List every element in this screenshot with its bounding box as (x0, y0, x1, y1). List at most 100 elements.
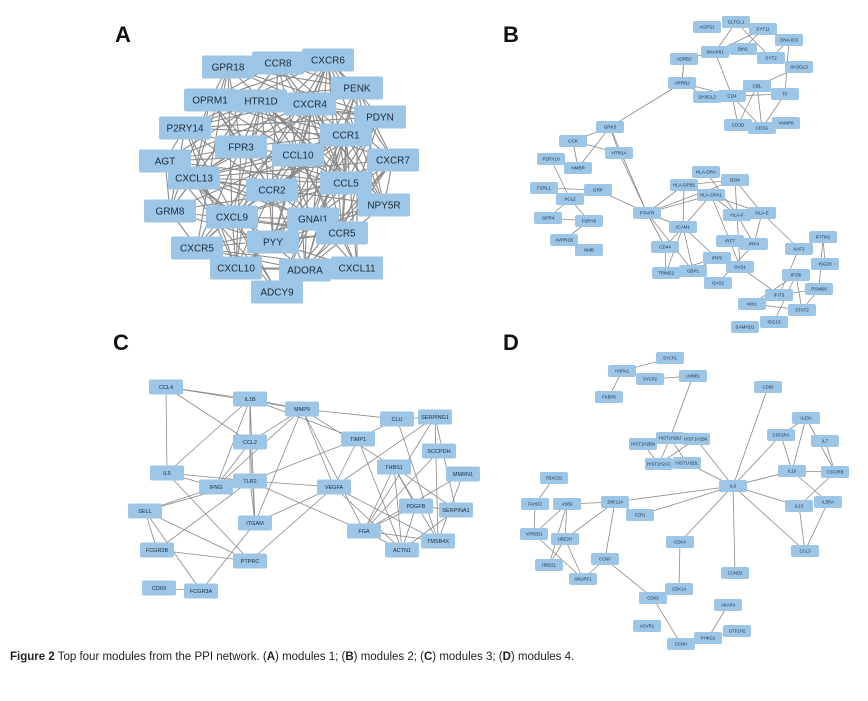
gene-node[interactable]: FAHD2 (521, 498, 549, 510)
gene-node[interactable]: CD44 (651, 241, 679, 253)
gene-node[interactable]: PTPRC (233, 553, 267, 569)
gene-node[interactable]: CCNH (667, 638, 695, 650)
gene-node[interactable]: AGPS1 (693, 21, 721, 33)
gene-node[interactable]: CXCR6 (302, 48, 354, 72)
gene-node[interactable]: CCND2 (721, 567, 749, 579)
gene-node[interactable]: CCL2 (233, 434, 267, 450)
gene-node[interactable]: P2RY10 (537, 153, 565, 165)
gene-node[interactable]: GRM8 (144, 199, 196, 223)
gene-node[interactable]: CSF2RA (767, 429, 795, 441)
gene-node[interactable]: MX1 (738, 298, 766, 310)
gene-node[interactable]: FPR3 (215, 135, 267, 159)
gene-node[interactable]: OPRM1 (184, 88, 236, 112)
gene-node[interactable]: VAMP8 (772, 117, 800, 129)
gene-node[interactable]: CXCL9 (206, 205, 258, 229)
gene-node[interactable]: VEGFA (317, 479, 351, 495)
gene-node[interactable]: GRP (584, 184, 612, 196)
gene-node[interactable]: CCNF (591, 553, 619, 565)
gene-node[interactable]: CXCL13 (168, 166, 220, 190)
gene-node[interactable]: IFNG (199, 479, 233, 495)
gene-node[interactable]: CDK6 (639, 592, 667, 604)
gene-node[interactable]: IRF7 (716, 235, 744, 247)
gene-node[interactable]: CLTCL1 (722, 16, 750, 28)
gene-node[interactable]: P2RY6 (575, 215, 603, 227)
gene-node[interactable]: HTR1D (235, 89, 287, 113)
gene-node[interactable]: ISG15 (760, 316, 788, 328)
gene-node[interactable]: XCL2 (556, 193, 584, 205)
gene-node[interactable]: HIST1H2AC (645, 458, 673, 470)
gene-node[interactable]: TLR2 (233, 473, 267, 489)
gene-node[interactable]: CXCR4 (284, 92, 336, 116)
gene-node[interactable]: ICAM1 (669, 221, 697, 233)
gene-node[interactable]: FGA (347, 523, 381, 539)
gene-node[interactable]: PDGFB (399, 498, 433, 514)
gene-node[interactable]: IL5 (150, 465, 184, 481)
gene-node[interactable]: GPR18 (202, 55, 254, 79)
gene-node[interactable]: ACTN1 (385, 542, 419, 558)
gene-node[interactable]: CDK14 (665, 583, 693, 595)
gene-node[interactable]: FKBP6 (595, 391, 623, 403)
gene-node[interactable]: CCR5 (316, 221, 368, 245)
gene-node[interactable]: GPR4 (534, 212, 562, 224)
gene-node[interactable]: IFIT3 (765, 289, 793, 301)
gene-node[interactable]: AKAP4 (714, 599, 742, 611)
gene-node[interactable]: ADCY9 (251, 280, 303, 304)
gene-node[interactable]: AVPR1B (550, 234, 578, 246)
gene-node[interactable]: HBD21 (535, 559, 563, 571)
gene-node[interactable]: MMP9 (285, 401, 319, 417)
gene-node[interactable]: ISG20 (811, 258, 839, 270)
gene-node[interactable]: CCK (559, 135, 587, 147)
gene-node[interactable]: NMB (575, 244, 603, 256)
gene-node[interactable]: ADRB2 (670, 53, 698, 65)
gene-node[interactable]: CCL4 (149, 379, 183, 395)
gene-node[interactable]: SH3GL2 (693, 91, 721, 103)
gene-node[interactable]: CXCR5 (171, 236, 223, 260)
gene-node[interactable]: IRF4 (740, 238, 768, 250)
gene-node[interactable]: BIN1 (729, 43, 757, 55)
gene-node[interactable]: TMSB4X (421, 533, 455, 549)
gene-node[interactable]: HSPA2 (608, 365, 636, 377)
gene-node[interactable]: HIST1H2BL (673, 457, 701, 469)
gene-node[interactable]: P2RY14 (159, 116, 211, 140)
gene-node[interactable]: PENK (331, 76, 383, 100)
gene-node[interactable]: FBXO21 (540, 472, 568, 484)
gene-node[interactable]: CSF2RB (821, 466, 849, 478)
gene-node[interactable]: CCR8 (252, 51, 304, 75)
gene-node[interactable]: SYT2 (757, 52, 785, 64)
gene-node[interactable]: OAS1 (726, 261, 754, 273)
gene-node[interactable]: SNURF1 (569, 573, 597, 585)
gene-node[interactable]: HLA-DPB1 (670, 179, 698, 191)
gene-node[interactable]: SAMHD1 (731, 321, 759, 333)
gene-node[interactable]: HIST1H2BN (629, 438, 657, 450)
gene-node[interactable]: STAT2 (788, 304, 816, 316)
gene-node[interactable]: NPY5R (358, 193, 410, 217)
gene-node[interactable]: PTAFR (633, 207, 661, 219)
gene-node[interactable]: ITGAM (238, 515, 272, 531)
gene-node[interactable]: CCR1 (320, 123, 372, 147)
gene-node[interactable]: B2M (721, 174, 749, 186)
gene-node[interactable]: IL1B (233, 391, 267, 407)
gene-node[interactable]: SERPING1 (418, 409, 452, 425)
gene-node[interactable]: THBS1 (377, 459, 411, 475)
gene-node[interactable]: SCCPDH (422, 443, 456, 459)
gene-node[interactable]: DNAJC6 (775, 34, 803, 46)
gene-node[interactable]: CD3G (748, 122, 776, 134)
gene-node[interactable]: TF (771, 88, 799, 100)
gene-node[interactable]: IL6 (719, 480, 747, 492)
gene-node[interactable]: ASB9 (553, 498, 581, 510)
gene-node[interactable]: PDYN (354, 105, 406, 129)
gene-node[interactable]: PYY (247, 230, 299, 254)
gene-node[interactable]: VPREB1 (520, 528, 548, 540)
gene-node[interactable]: SYCP2 (636, 373, 664, 385)
gene-node[interactable]: ZNF214 (601, 496, 629, 508)
gene-node[interactable]: GRK5 (596, 121, 624, 133)
gene-node[interactable]: CDK4 (666, 536, 694, 548)
gene-node[interactable]: CD69 (142, 580, 176, 596)
gene-node[interactable]: IL5RA (814, 496, 842, 508)
gene-node[interactable]: NMBR (564, 162, 592, 174)
gene-node[interactable]: SYT11 (749, 23, 777, 35)
gene-node[interactable]: CXCR7 (367, 148, 419, 172)
gene-node[interactable]: ADORA (279, 258, 331, 282)
gene-node[interactable]: PHKG2 (694, 632, 722, 644)
gene-node[interactable]: XAF1 (785, 243, 813, 255)
